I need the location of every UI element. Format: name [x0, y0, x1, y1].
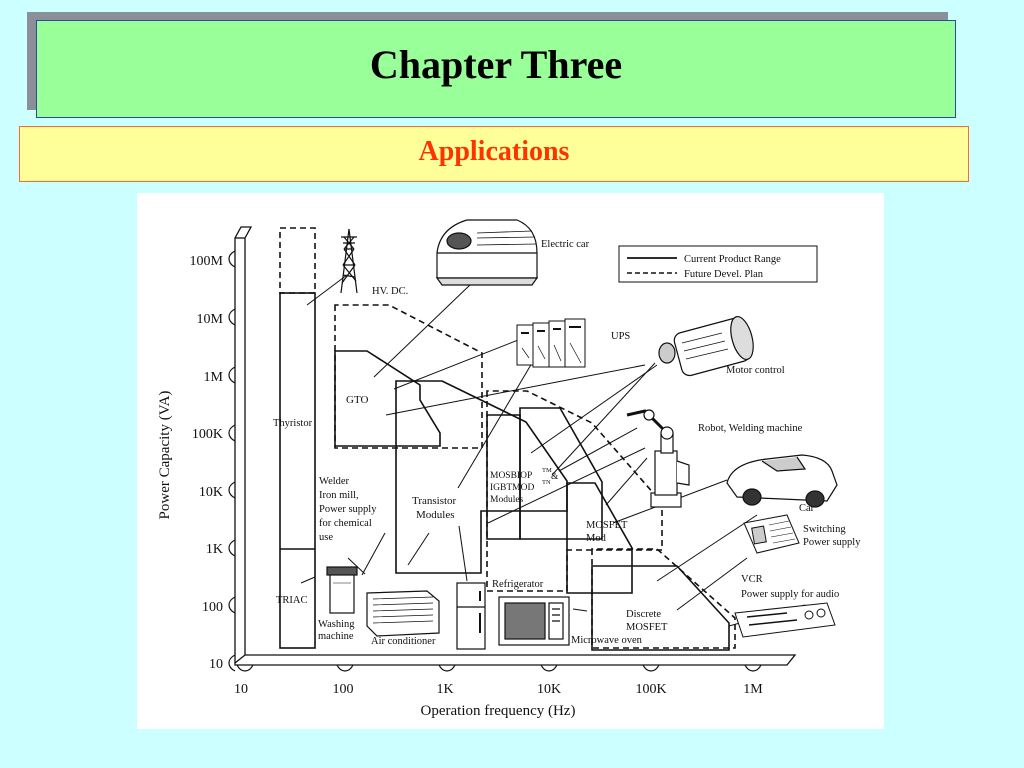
- label-refrigerator: Refrigerator: [492, 579, 544, 590]
- label-power-supply: Power supply: [319, 504, 377, 515]
- refrigerator-icon: [456, 582, 486, 650]
- leader-lines: [300, 274, 806, 627]
- x-tick-1m: 1M: [743, 682, 763, 697]
- x-tick-100k: 100K: [635, 682, 666, 697]
- label-air-conditioner: Air conditioner: [371, 636, 436, 647]
- y-axis-label: Power Capacity (VA): [157, 391, 173, 520]
- label-iron-mill: Iron mill,: [319, 490, 359, 501]
- label-mosfet-mod-2: Mod: [586, 533, 607, 544]
- y-tick-10k: 10K: [199, 485, 223, 500]
- thyristor-region: [279, 292, 316, 649]
- axis-frame: [234, 226, 797, 666]
- label-igbtmod: IGBTMOD: [490, 483, 534, 493]
- label-mosbiop: MOSBIOP: [490, 471, 532, 481]
- label-washing-machine: machine: [318, 631, 354, 642]
- discrete-mosfet-region: [591, 565, 730, 651]
- slide-subtitle: Applications: [418, 136, 570, 167]
- label-transistor-modules: Modules: [416, 509, 455, 521]
- legend-current: Current Product Range: [684, 254, 781, 265]
- label-triac: TRIAC: [276, 595, 308, 606]
- applications-diagram: 100M 10M 1M 100K 10K 1K 100 10 10 100 1K…: [137, 193, 884, 729]
- label-gto: GTO: [346, 394, 368, 406]
- motor-icon: [658, 315, 754, 377]
- y-tick-100k: 100K: [192, 427, 223, 442]
- y-tick-10: 10: [209, 657, 223, 672]
- y-tick-1k: 1K: [206, 542, 223, 557]
- microwave-icon: [498, 596, 570, 646]
- x-tick-10k: 10K: [537, 682, 561, 697]
- x-tick-10: 10: [234, 682, 248, 697]
- x-axis-tick-marks: [236, 664, 762, 672]
- washing-machine-icon: [326, 566, 358, 614]
- label-transistor: Transistor: [412, 495, 457, 507]
- label-ups: UPS: [611, 331, 630, 342]
- label-switching-power: Power supply: [803, 537, 861, 548]
- subtitle-banner: Applications: [19, 126, 969, 182]
- y-tick-10m: 10M: [197, 312, 224, 327]
- slide-title: Chapter Three: [369, 41, 623, 87]
- switching-supply-icon: [743, 514, 800, 554]
- legend-future: Future Devel. Plan: [684, 269, 764, 280]
- label-discrete-mosfet: MOSFET: [626, 622, 668, 633]
- legend: Current Product Range Future Devel. Plan: [618, 245, 818, 283]
- label-welder: Welder: [319, 476, 350, 487]
- y-tick-100: 100: [202, 600, 223, 615]
- label-robot: Robot, Welding machine: [698, 423, 803, 434]
- y-tick-100m: 100M: [190, 254, 224, 269]
- label-discrete: Discrete: [626, 609, 661, 620]
- label-mosbiop-and: &: [551, 472, 559, 482]
- igbt-future-region: [519, 407, 603, 540]
- label-mosfet-mod: MOSFET: [586, 520, 628, 531]
- air-conditioner-icon: [366, 590, 440, 637]
- label-hvdc: HV. DC.: [372, 286, 408, 297]
- label-microwave: Microwave oven: [571, 635, 643, 646]
- label-use: use: [319, 532, 333, 543]
- x-axis-label: Operation frequency (Hz): [421, 703, 576, 719]
- electric-car-train-icon: [435, 219, 539, 286]
- discrete-mosfet-future-region: [591, 548, 736, 649]
- label-vcr: VCR: [741, 574, 763, 585]
- audio-supply-icon: [734, 602, 836, 638]
- label-car: Car: [799, 503, 815, 514]
- x-tick-100: 100: [333, 682, 354, 697]
- mosfet-mod-region: [566, 482, 633, 594]
- label-motor-control: Motor control: [726, 365, 785, 376]
- label-igbtmod-tm: TN: [542, 479, 551, 486]
- label-igbt-modules: Modules: [490, 495, 524, 505]
- thyristor-future-region: [279, 227, 316, 294]
- ups-icon: [516, 318, 586, 368]
- transistor-future-region: [486, 390, 663, 592]
- robot-icon: [626, 409, 690, 508]
- gto-future-region: [334, 304, 483, 449]
- label-washing: Washing: [318, 619, 355, 630]
- title-banner: Chapter Three: [36, 20, 956, 118]
- gto-region: [334, 350, 441, 447]
- y-tick-1m: 1M: [204, 370, 224, 385]
- label-thyristor: Thyristor: [273, 418, 313, 429]
- label-switching: Switching: [803, 524, 846, 535]
- x-tick-1k: 1K: [436, 682, 453, 697]
- car-icon: [726, 454, 838, 508]
- label-electric-car: Electric car: [541, 239, 590, 250]
- label-mosbiop-tm: TM: [542, 467, 552, 474]
- label-chemical: for chemical: [319, 518, 372, 529]
- label-audio: Power supply for audio: [741, 589, 839, 600]
- hvdc-tower-icon: [340, 228, 358, 294]
- y-axis-tick-marks: [228, 250, 236, 672]
